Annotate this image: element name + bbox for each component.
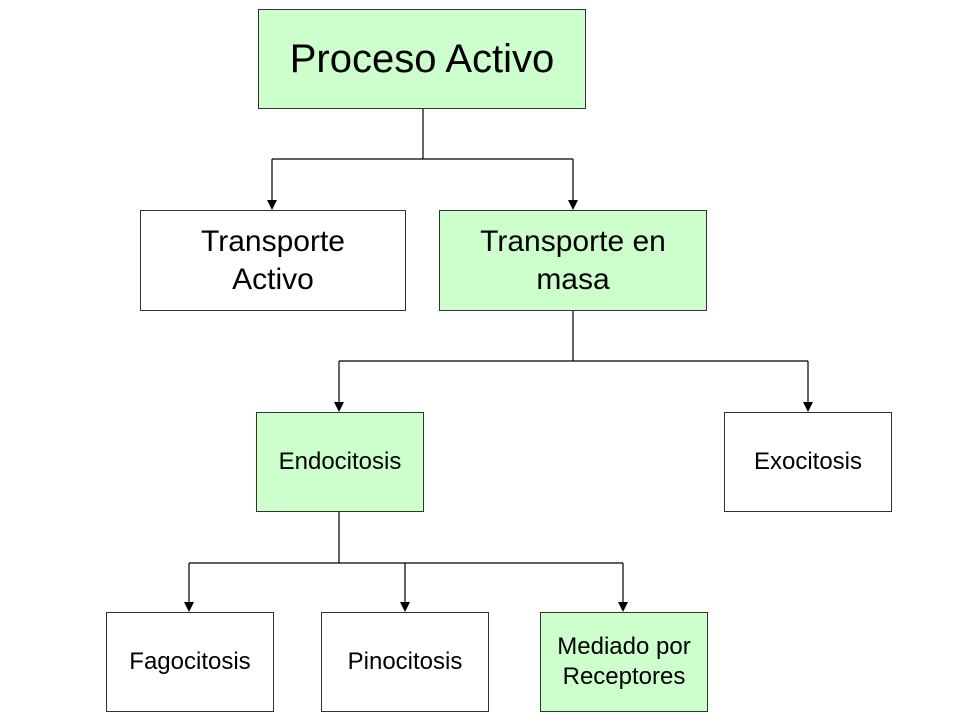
node-transporte-activo: Transporte Activo — [140, 210, 406, 311]
node-fagocitosis: Fagocitosis — [106, 612, 274, 712]
node-endocitosis: Endocitosis — [256, 412, 424, 512]
node-exocitosis-label: Exocitosis — [753, 448, 863, 475]
node-transporte-activo-label: Transporte Activo — [201, 225, 345, 296]
node-proceso-activo: Proceso Activo — [258, 9, 586, 109]
node-pinocitosis-label: Pinocitosis — [347, 648, 463, 675]
node-proceso-activo-label: Proceso Activo — [289, 37, 555, 81]
node-mediado-por-receptores-label: Mediado por Receptores — [557, 633, 691, 690]
node-fagocitosis-label: Fagocitosis — [129, 648, 251, 675]
node-pinocitosis: Pinocitosis — [321, 612, 489, 712]
node-mediado-por-receptores: Mediado por Receptores — [540, 612, 708, 712]
node-endocitosis-label: Endocitosis — [278, 448, 402, 475]
node-exocitosis: Exocitosis — [724, 412, 892, 512]
node-transporte-en-masa: Transporte en masa — [439, 210, 707, 311]
node-transporte-en-masa-label: Transporte en masa — [480, 225, 666, 296]
